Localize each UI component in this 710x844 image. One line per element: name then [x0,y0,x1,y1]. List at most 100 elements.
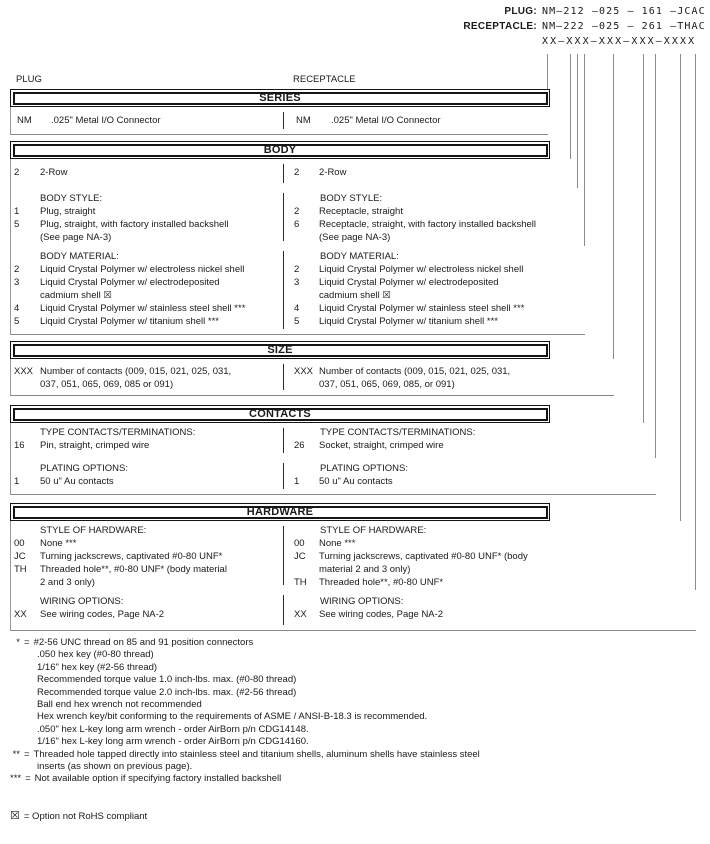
option-text: None *** [319,538,356,549]
option-text: Liquid Crystal Polymer w/ stainless stee… [319,303,525,314]
plug-part-number-label: PLUG: [504,6,537,17]
option-code: 6 [294,219,300,230]
group-label: PLATING OPTIONS: [320,463,408,474]
option-text: Receptacle, straight, with factory insta… [319,219,537,230]
group-label: TYPE CONTACTS/TERMINATIONS: [40,427,196,438]
footnote-text: Threaded hole tapped directly into stain… [33,748,480,760]
option-code: XX [14,609,27,620]
column-plug: NM .025" Metal I/O Connector [11,107,284,134]
option-code: XXX [14,366,34,377]
option-row: 1 Plug, straight [11,205,284,218]
option-code: 5 [14,219,20,230]
section-header-size: SIZE [10,341,550,359]
option-code: NM [17,115,32,126]
option-code: XX [294,609,307,620]
column-title-receptacle: RECEPTACLE [293,74,356,85]
option-code: 1 [294,476,300,487]
section-header-contacts: CONTACTS [10,405,550,423]
option-text: material 2 and 3 only) [319,564,411,575]
option-code: TH [294,577,307,588]
option-code: 1 [14,206,20,217]
section-title: HARDWARE [12,505,548,519]
option-text: .025" Metal I/O Connector [331,115,441,126]
option-text: .025" Metal I/O Connector [51,115,161,126]
option-code [294,289,319,302]
option-code: 2 [294,167,300,178]
group-label: WIRING OPTIONS: [320,596,404,607]
section-header-body: BODY [10,141,550,159]
rohs-note-text: = Option not RoHS compliant [23,810,148,822]
leader-line-7 [655,54,656,494]
option-text: Receptacle, straight [319,206,403,217]
footnote-line: 1/16" hex L-key long arm wrench - order … [37,736,309,748]
option-code: 3 [294,277,300,288]
option-text: Plug, straight, with factory installed b… [40,219,229,230]
receptacle-part-number-label: RECEPTACLE: [463,21,537,32]
option-row: 6 Receptacle, straight, with factory inst… [285,218,578,231]
option-row: material 2 and 3 only) [285,563,681,576]
footnote-text: Not available option if specifying facto… [34,773,282,785]
leader-line-2 [570,54,571,188]
section-header-hardware: HARDWARE [10,503,550,521]
option-text: See wiring codes, Page NA-2 [319,609,444,620]
not-rohs-icon: ☒ [10,810,20,822]
column-divider [283,463,284,489]
receptacle-part-number: NM–222 –025 – 261 –THAC [542,21,706,32]
footnote-marker: *** [10,773,22,785]
option-row: 2 and 3 only) [11,576,284,589]
section-title: CONTACTS [12,407,548,421]
footnote-line: Recommended torque value 2.0 inch-lbs. m… [37,686,297,698]
footnote-line: ***=Not available option if specifying f… [10,773,702,785]
option-code: JC [14,551,26,562]
section-title: BODY [12,143,548,157]
option-code: XXX [294,366,314,377]
group-label: BODY MATERIAL: [40,251,119,262]
option-text: Turning jackscrews, captivated #0-80 UNF… [319,551,528,562]
footnote-line: inserts (as shown on previous page). [37,761,193,773]
option-text: 037, 051, 065, 069, 085 or 091) [40,379,174,390]
option-row: NM .025" Metal I/O Connector [11,114,284,127]
footnote-marker: * [16,637,20,648]
column-divider [283,164,284,183]
footnote-line: Hex wrench key/bit conforming to the req… [37,711,428,723]
leader-line-4 [584,54,585,334]
column-title-plug: PLUG [16,74,42,85]
footnote-line: .050 hex key (#0-80 thread) [37,649,154,661]
option-text: Pin, straight, crimped wire [40,440,150,451]
option-text: (See page NA-3) [40,232,112,243]
option-group: WIRING OPTIONS: XX See wiring codes, Page … [10,590,696,631]
group-label: BODY STYLE: [320,193,383,204]
option-code: 2 [14,167,20,178]
option-text: Plug, straight [40,206,96,217]
option-text: None *** [40,538,77,549]
option-code: 4 [14,303,20,314]
option-code: 00 [14,538,25,549]
option-row: (See page NA-3) [285,231,578,244]
option-text: (See page NA-3) [319,232,391,243]
